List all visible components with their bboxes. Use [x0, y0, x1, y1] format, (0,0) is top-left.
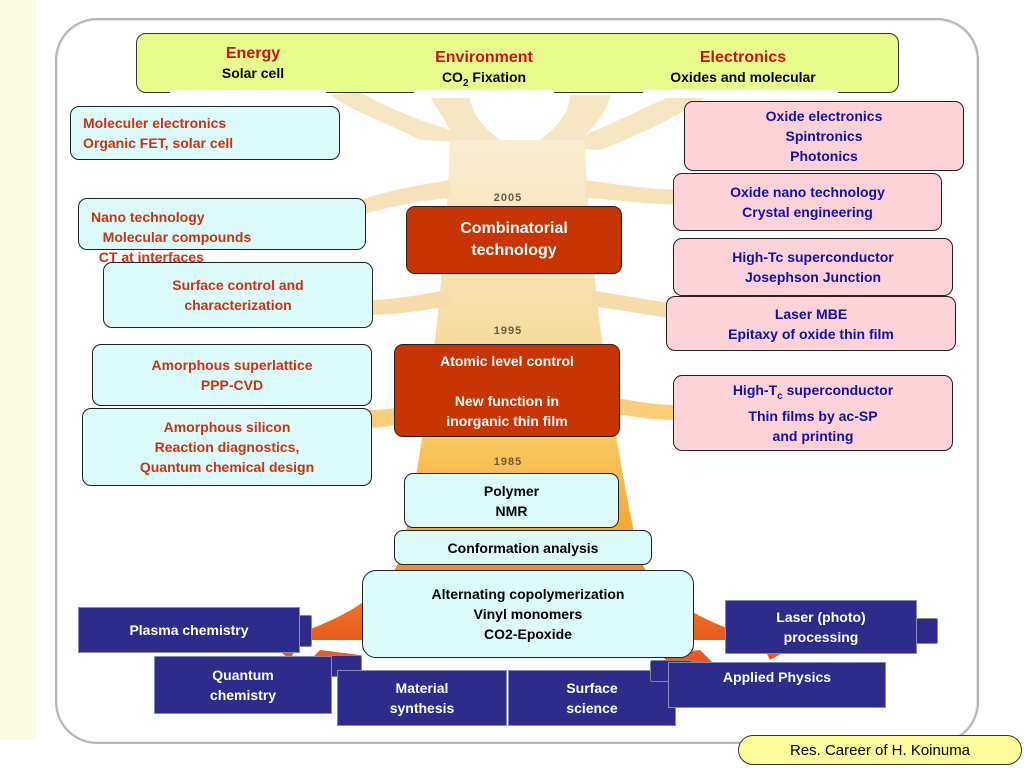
left-box-nano-technology: Nano technology Molecular compounds CT a… — [78, 198, 366, 265]
right-box-oxide-electronics: Oxide electronics Spintronics Photonics — [684, 101, 964, 171]
year-label-2005: 2005 — [494, 192, 522, 204]
energy-subtitle: Solar cell — [221, 65, 285, 81]
left-box-amorphous-silicon: Amorphous silicon Reaction diagnostics, … — [82, 408, 372, 486]
center-box-combinatorial: Combinatorial technology — [406, 206, 622, 274]
center-box-polymer: Polymer NMR — [404, 473, 619, 528]
left-margin-bar — [0, 0, 36, 740]
root-box-plasma-chemistry: Plasma chemistry — [78, 607, 300, 653]
root-box-surface-science: Surface science — [508, 670, 676, 726]
center-box-atomic-level: Atomic level control New function in ino… — [394, 344, 620, 437]
tree-crown — [330, 92, 710, 150]
environment-column: Environment CO2 Fixation — [404, 48, 564, 93]
energy-title: Energy — [225, 45, 281, 62]
year-label-1985: 1985 — [494, 456, 522, 468]
root-box-applied-physics: Applied Physics — [668, 662, 886, 708]
left-box-surface-control: Surface control and characterization — [103, 262, 373, 328]
root-box-laser-processing: Laser (photo) processing — [725, 600, 917, 654]
electronics-subtitle: Oxides and molecular — [670, 69, 816, 85]
center-box-alternating-copolymerization: Alternating copolymerization Vinyl monom… — [362, 570, 694, 658]
left-box-molecular-electronics: Moleculer electronics Organic FET, solar… — [70, 106, 340, 160]
right-box-laser-mbe: Laser MBE Epitaxy of oxide thin film — [666, 296, 956, 351]
environment-subtitle: CO2 Fixation — [441, 69, 527, 89]
electronics-column: Electronics Oxides and molecular — [643, 48, 843, 86]
center-box-conformation: Conformation analysis — [394, 530, 652, 565]
left-box-amorphous-superlattice: Amorphous superlattice PPP-CVD — [92, 344, 372, 406]
right-box-oxide-nano-technology: Oxide nano technology Crystal engineerin… — [673, 173, 942, 231]
electronics-title: Electronics — [699, 49, 787, 66]
right-box-high-tc-josephson: High-Tc superconductor Josephson Junctio… — [673, 238, 953, 296]
root-box-quantum-chemistry: Quantum chemistry — [154, 656, 332, 714]
energy-column: Energy Solar cell — [170, 44, 336, 82]
root-box-material-synthesis: Material synthesis — [337, 670, 507, 726]
environment-title: Environment — [435, 49, 533, 66]
year-label-1995: 1995 — [494, 325, 522, 337]
footer-credit: Res. Career of H. Koinuma — [738, 735, 1022, 765]
right-box-high-tc-thin-films: High-Tc superconductor Thin films by ac-… — [673, 375, 953, 451]
